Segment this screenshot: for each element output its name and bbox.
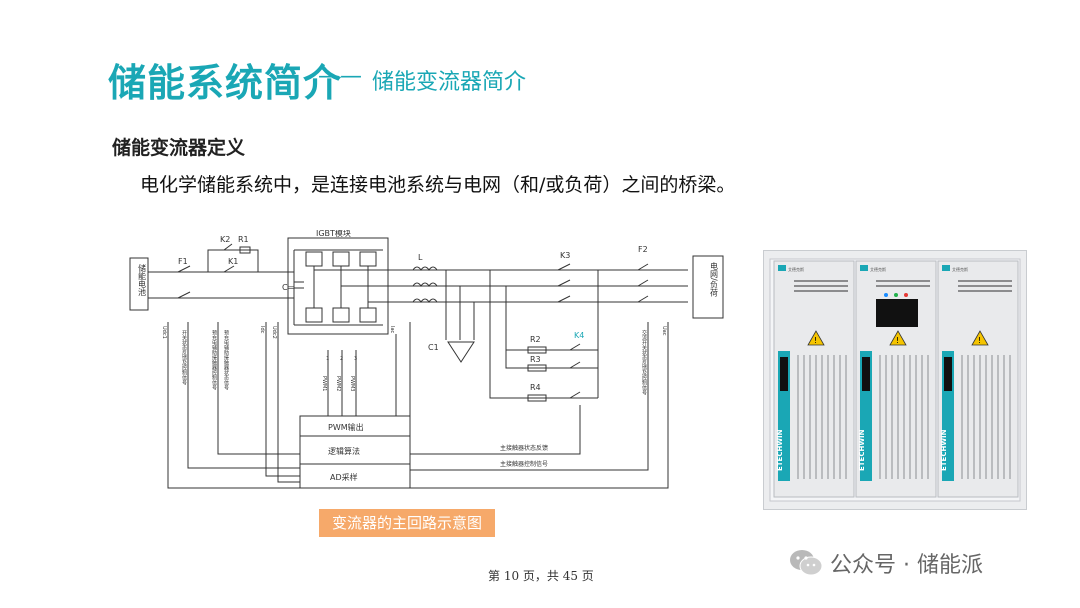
logo-text-2: 艾德克斯 xyxy=(870,266,886,272)
logo-text-3: 艾德克斯 xyxy=(952,266,968,272)
pcs-cabinet-photo: 艾德克斯 艾德克斯 艾德克斯 ! ! ! xyxy=(763,250,1027,510)
caption: 变流器的主回路示意图 xyxy=(319,509,495,537)
logic-label: 逻辑算法 xyxy=(328,446,360,456)
pcs-main-circuit-diagram: 储能电池 电网/负荷 IGBT模块 C= L K1 K2 R1 F1 F2 K3… xyxy=(129,230,724,489)
title-dash: —— xyxy=(318,64,362,89)
inductor-label: L xyxy=(418,253,423,262)
c1-label: C1 xyxy=(428,343,439,352)
sig-iac: Iac xyxy=(389,326,395,334)
sig-udc2: Udc2 xyxy=(271,326,277,339)
warning-icon: ! xyxy=(971,330,989,346)
pwm-n2: 2 xyxy=(340,356,343,362)
page-number: 第 10 页，共 45 页 xyxy=(488,569,594,583)
k3-label: K3 xyxy=(560,251,570,260)
brand-text-3: ETECHWIN xyxy=(940,429,948,471)
r2-label: R2 xyxy=(530,335,541,344)
signal-main-control: 主接触器控制信号 xyxy=(500,460,548,468)
pwm-2: PWM2 xyxy=(335,376,341,391)
sig-idc: Idc xyxy=(259,326,265,334)
battery-label: 储能电池 xyxy=(138,263,147,296)
watermark-text: 公众号 · 储能派 xyxy=(830,553,983,578)
warning-icon: ! xyxy=(889,330,907,346)
f1-label: F1 xyxy=(178,257,188,266)
grid-box xyxy=(692,255,724,319)
logo-text-1: 艾德克斯 xyxy=(788,266,804,272)
r3-label: R3 xyxy=(530,355,541,364)
svg-text:!: ! xyxy=(896,336,899,345)
section-heading: 储能变流器定义 xyxy=(112,137,246,159)
svg-text:!: ! xyxy=(978,336,981,345)
sig-udc: Udc1 xyxy=(161,326,167,339)
sig-uac: Uac xyxy=(661,326,667,336)
pwm-3: PWM3 xyxy=(349,376,355,391)
definition-text: 电化学储能系统中，是连接电池系统与电网（和/或负荷）之间的桥梁。 xyxy=(140,174,736,196)
pwm-1: PWM1 xyxy=(321,376,327,391)
wechat-icon xyxy=(790,550,823,576)
brand-text-2: ETECHWIN xyxy=(858,429,866,471)
ad-label: AD采样 xyxy=(330,472,358,482)
svg-text:!: ! xyxy=(814,336,817,345)
title-main: 储能系统简介 xyxy=(108,61,343,105)
sig-k2-vert: 预充电辅助接触器控制信号 xyxy=(211,329,217,391)
igbt-label: IGBT模块 xyxy=(316,230,351,238)
k4-label: K4 xyxy=(574,331,584,340)
k1-label: K1 xyxy=(228,257,238,266)
f2-label: F2 xyxy=(638,245,648,254)
battery-box xyxy=(129,257,149,311)
title-sub: 储能变流器简介 xyxy=(372,70,527,95)
pwm-n3: 3 xyxy=(354,356,357,362)
brand-text-1: ETECHWIN xyxy=(776,429,784,471)
pwm-label: PWM输出 xyxy=(328,422,364,432)
cap-dc-label: C= xyxy=(282,283,294,292)
r4-label: R4 xyxy=(530,383,541,392)
watermark: 公众号 · 储能派 xyxy=(788,548,983,578)
r1-label: R1 xyxy=(238,235,249,244)
k2-label: K2 xyxy=(220,235,230,244)
sig-f2-vert: 交流开关状态反馈及控制信号 xyxy=(641,329,647,396)
sig-k2b-vert: 预充电辅助接触器状态信号 xyxy=(223,329,229,391)
sig-k1-vert: 开关状态反馈及控制信号 xyxy=(181,330,187,386)
pwm-n1: 1 xyxy=(326,356,329,362)
warning-icon: ! xyxy=(807,330,825,346)
signal-main-feedback: 主接触器状态反馈 xyxy=(500,444,548,452)
grid-label: 电网/负荷 xyxy=(710,261,719,298)
